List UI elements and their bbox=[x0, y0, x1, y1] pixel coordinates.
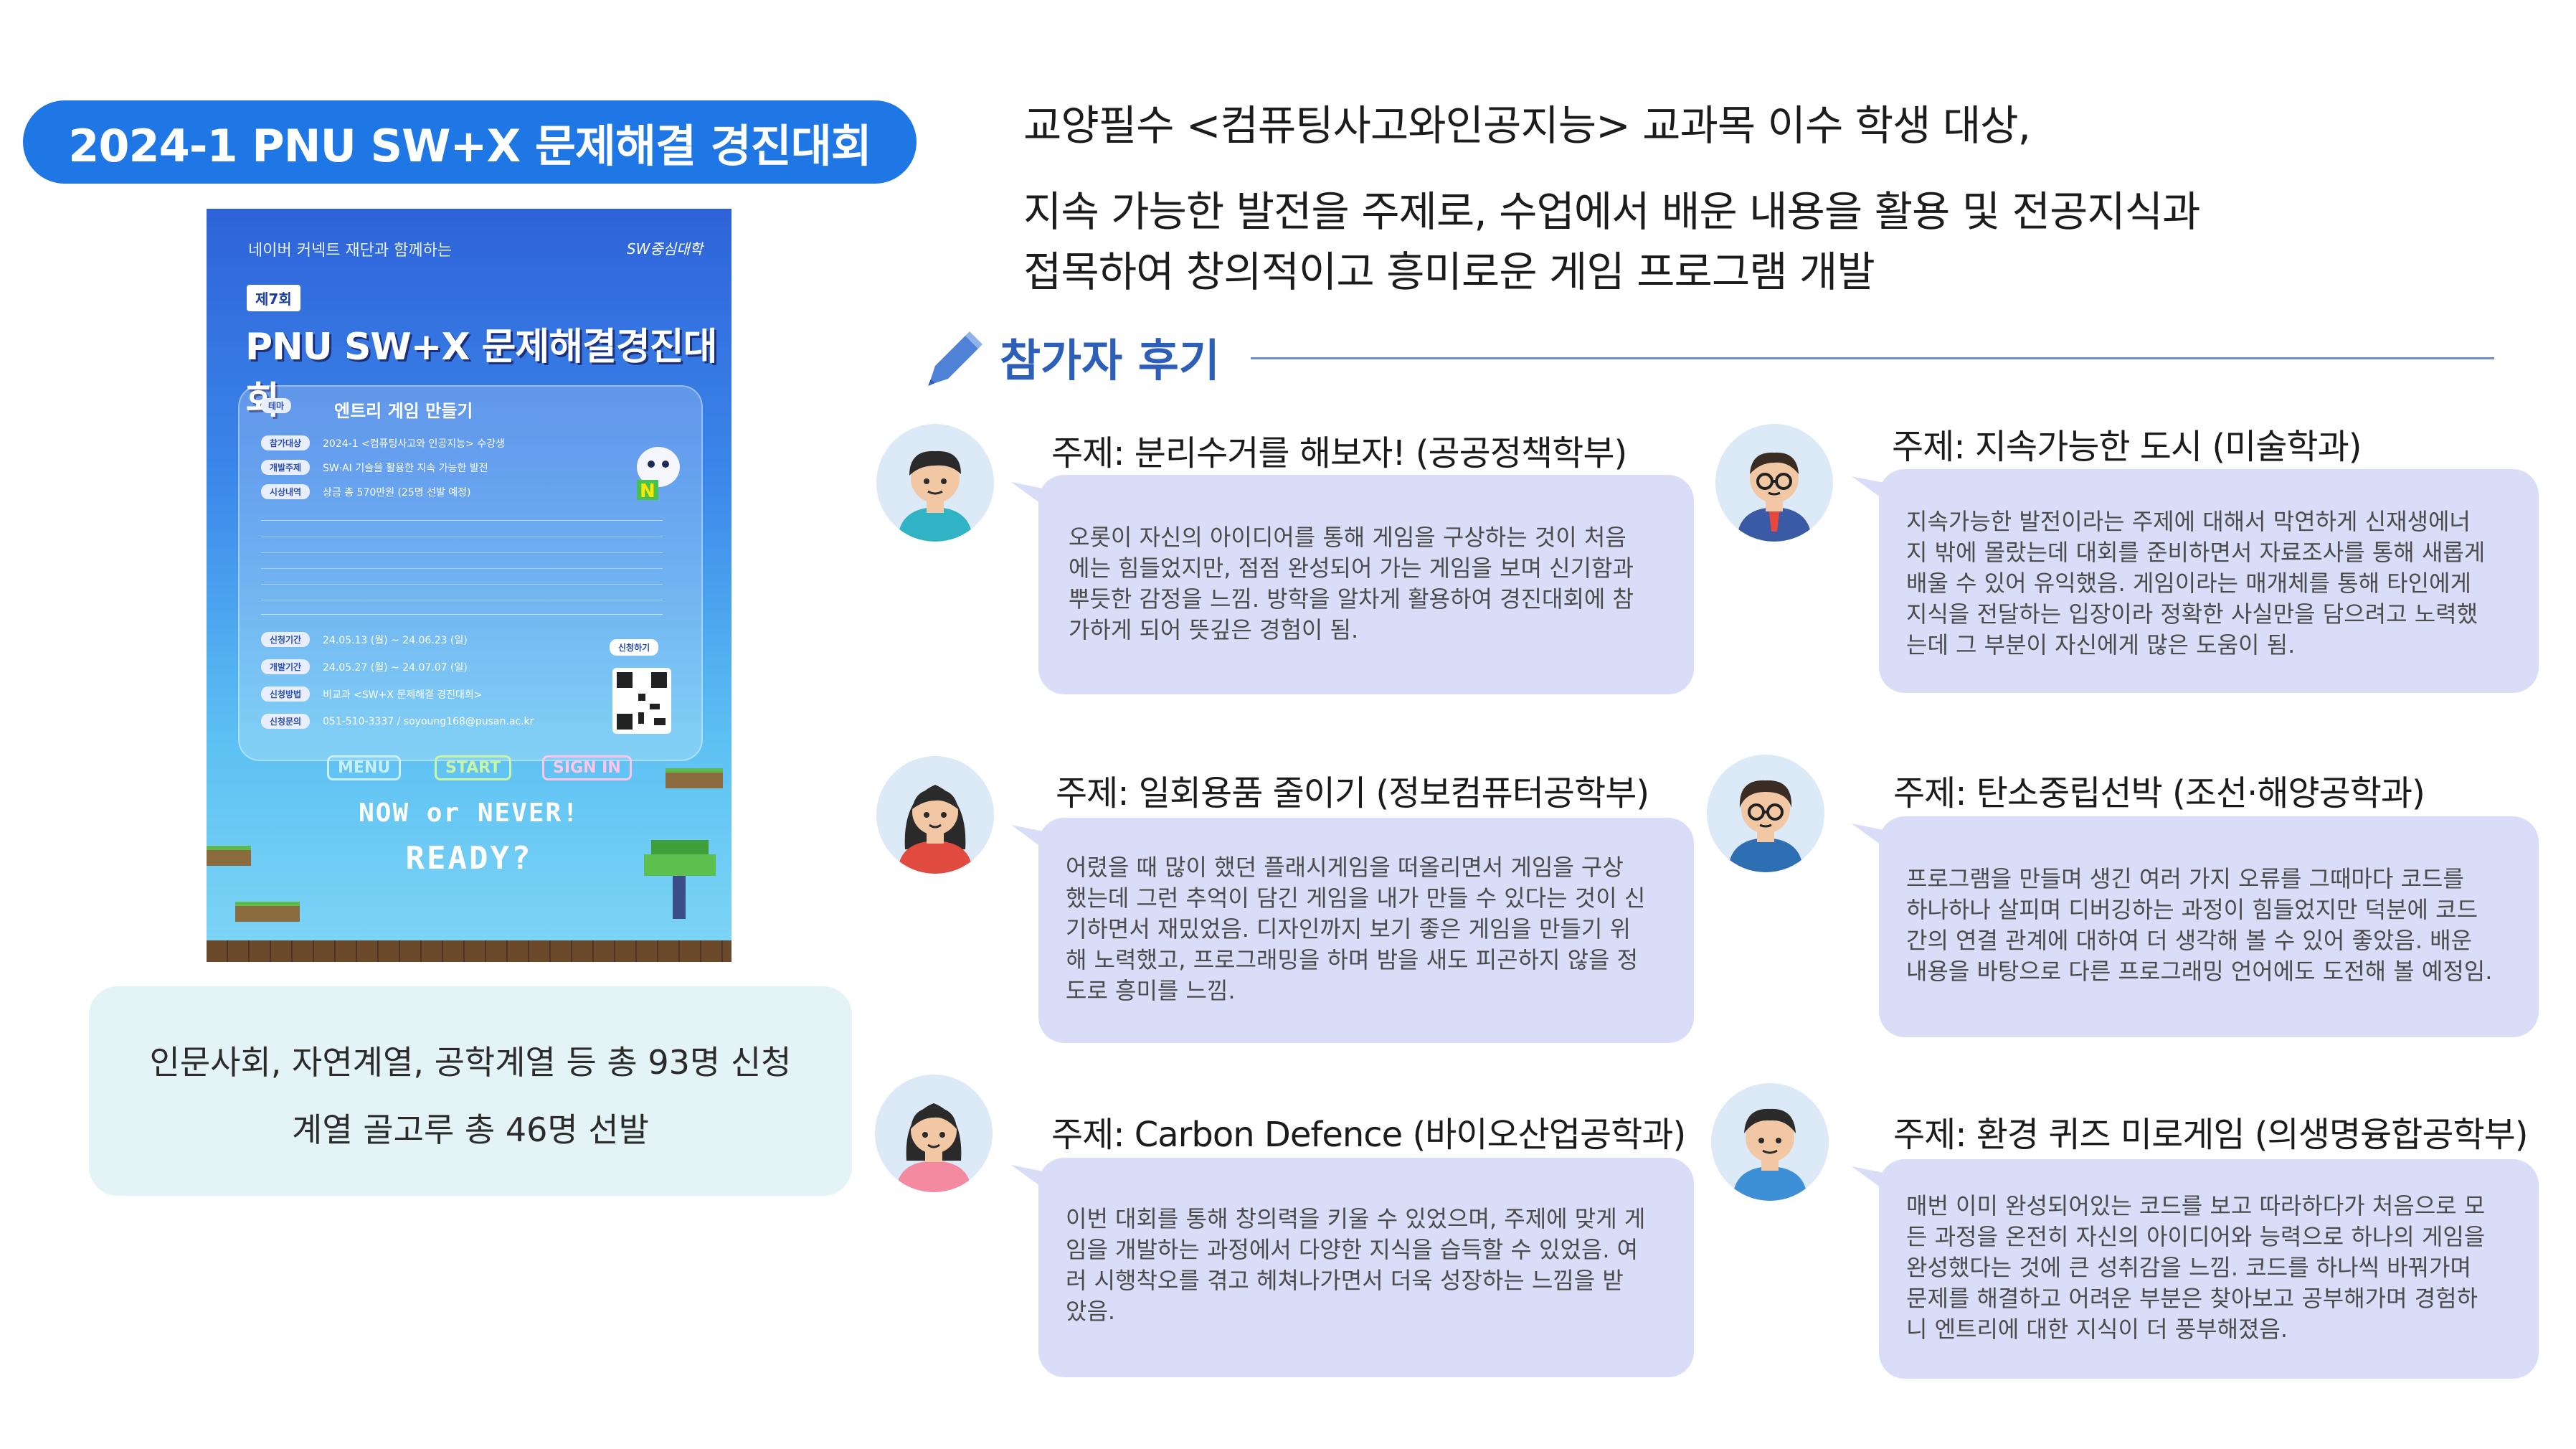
poster-menu-button: MENU bbox=[327, 755, 402, 780]
avatar-male-glasses-student bbox=[1715, 424, 1833, 542]
reviews-section-title: 참가자 후기 bbox=[1000, 334, 1220, 387]
poster-entry-title: 엔트리 게임 만들기 bbox=[334, 401, 473, 421]
pixel-brick bbox=[235, 902, 300, 922]
avatar-female-student bbox=[876, 756, 994, 874]
poster-start-button: START bbox=[435, 755, 512, 780]
avatar-male-student bbox=[1711, 1083, 1829, 1201]
poster-theme-tag: 테마 bbox=[261, 398, 292, 413]
avatar-male-glasses-student bbox=[1707, 755, 1824, 872]
stats-applicants: 인문사회, 자연계열, 공학계열 등 총 93명 신청 bbox=[149, 1043, 792, 1082]
poster-sponsor: 네이버 커넥트 재단과 함께하는 bbox=[248, 242, 453, 260]
review-topic: 주제: 환경 퀴즈 미로게임 (의생명융합공학부) bbox=[1893, 1115, 2529, 1155]
pixel-brick bbox=[207, 846, 251, 866]
pixel-ground bbox=[207, 940, 731, 962]
poster-tagline: NOW or NEVER! bbox=[359, 798, 579, 828]
qr-code-icon bbox=[612, 668, 671, 734]
review-topic: 주제: 분리수거를 해보자! (공공정책학부) bbox=[1051, 433, 1627, 473]
avatar-female-student bbox=[875, 1075, 993, 1192]
review-topic: 주제: 지속가능한 도시 (미술학과) bbox=[1892, 427, 2362, 467]
avatar-male-student bbox=[876, 424, 994, 542]
review-topic: 주제: 일회용품 줄이기 (정보컴퓨터공학부) bbox=[1056, 773, 1649, 813]
pixel-tree-icon bbox=[644, 840, 716, 919]
pixel-brick bbox=[666, 768, 723, 788]
svg-text:N: N bbox=[640, 481, 655, 502]
description-line: 교양필수 <컴퓨팅사고와인공지능> 교과목 이수 학생 대상, bbox=[1023, 101, 2031, 150]
poster-brand-logo: SW중심대학 bbox=[626, 240, 703, 258]
pencil-icon bbox=[921, 329, 985, 393]
stats-selected: 계열 골고루 총 46명 선발 bbox=[292, 1110, 649, 1149]
bubble-tail bbox=[1011, 825, 1054, 856]
poster-ready-text: READY? bbox=[405, 840, 533, 877]
bubble-tail bbox=[1852, 476, 1895, 508]
bubble-tail bbox=[1011, 482, 1054, 514]
bubble-tail bbox=[1852, 823, 1895, 855]
applicant-stats-box: 인문사회, 자연계열, 공학계열 등 총 93명 신청 계열 골고루 총 46명… bbox=[89, 986, 852, 1196]
poster-signin-button: SIGN IN bbox=[542, 755, 632, 780]
description-line: 접목하여 창의적이고 흥미로운 게임 프로그램 개발 bbox=[1023, 247, 1875, 296]
poster-prize-table bbox=[261, 520, 663, 615]
event-poster: 네이버 커넥트 재단과 함께하는 SW중심대학 제7회 PNU SW+X 문제해… bbox=[207, 209, 731, 962]
poster-edition-badge: 제7회 bbox=[247, 285, 300, 311]
poster-apply-badge: 신청하기 bbox=[610, 639, 659, 656]
review-topic: 주제: Carbon Defence (바이오산업공학과) bbox=[1051, 1115, 1686, 1155]
review-topic: 주제: 탄소중립선박 (조선·해양공학과) bbox=[1893, 773, 2425, 813]
event-title-badge: 2024-1 PNU SW+X 문제해결 경진대회 bbox=[23, 100, 917, 184]
bubble-tail bbox=[1011, 1165, 1054, 1197]
section-divider bbox=[1251, 357, 2494, 359]
description-line: 지속 가능한 발전을 주제로, 수업에서 배운 내용을 활용 및 전공지식과 bbox=[1023, 187, 2200, 236]
mascot-icon: N bbox=[630, 438, 687, 503]
bubble-tail bbox=[1852, 1166, 1895, 1198]
